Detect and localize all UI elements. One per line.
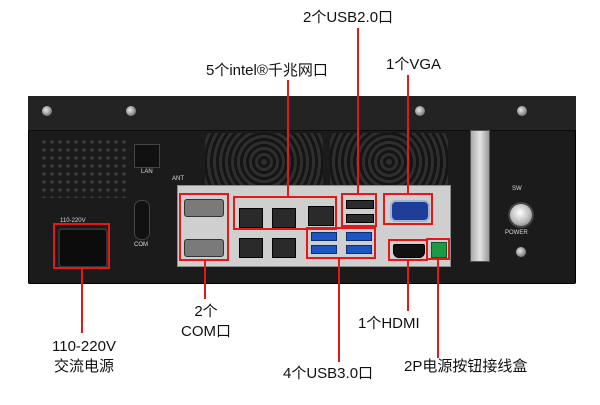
screw-icon — [125, 105, 137, 117]
leader-usb30 — [338, 259, 340, 362]
highlight-com — [179, 193, 229, 261]
screw-icon — [414, 105, 426, 117]
usb30-port — [311, 245, 337, 254]
highlight-lan — [233, 196, 337, 230]
com-port-2 — [184, 239, 224, 257]
panel-com-label: COM — [134, 242, 148, 248]
panel-voltage-label: 110-220V — [60, 218, 86, 224]
highlight-usb30 — [306, 227, 376, 259]
fan-grille-left — [205, 133, 323, 191]
usb30-port — [311, 232, 337, 241]
leader-terminal — [437, 260, 439, 358]
usb30-port — [346, 245, 372, 254]
label-terminal: 2P电源按钮接线盒 — [404, 358, 528, 375]
lan-port — [272, 208, 296, 228]
power-terminal-block — [431, 242, 447, 258]
lan-knockout — [134, 144, 160, 168]
highlight-hdmi — [388, 239, 428, 261]
label-vga: 1个VGA — [386, 56, 442, 73]
leader-usb20 — [357, 28, 359, 193]
lan-port — [239, 208, 263, 228]
highlight-terminal — [426, 238, 450, 260]
lan-port — [272, 238, 296, 258]
lan-port — [308, 206, 334, 226]
ground-symbol-icon — [515, 246, 527, 258]
panel-power-label: POWER — [505, 230, 528, 236]
panel-sw-label: SW — [512, 186, 522, 192]
expansion-slot-cover — [470, 130, 490, 262]
panel-ant-label: ANT — [172, 176, 184, 182]
highlight-vga — [383, 193, 433, 225]
chassis-top-rail — [28, 96, 576, 131]
highlight-power-inlet — [53, 223, 110, 269]
leader-lan — [287, 80, 289, 196]
highlight-usb20 — [341, 193, 377, 227]
com-port-1 — [184, 199, 224, 217]
label-lan: 5个intel®千兆网口 — [206, 62, 328, 79]
label-usb30: 4个USB3.0口 — [283, 365, 374, 382]
label-com-line1: 2个 — [194, 303, 218, 320]
label-com-line2: COM口 — [181, 323, 231, 340]
power-button-icon — [508, 202, 534, 228]
leader-hdmi — [407, 261, 409, 311]
hdmi-port — [393, 244, 425, 258]
air-vent-grille — [40, 138, 130, 198]
usb20-port — [346, 200, 374, 209]
com-knockout — [134, 200, 150, 240]
vga-port — [390, 200, 430, 222]
label-usb20: 2个USB2.0口 — [303, 9, 394, 26]
screw-icon — [41, 105, 53, 117]
leader-com — [204, 261, 206, 299]
leader-power — [81, 269, 83, 333]
lan-port — [239, 238, 263, 258]
ac-power-inlet — [58, 228, 108, 268]
label-power-line2: 交流电源 — [53, 358, 114, 375]
usb30-port — [346, 232, 372, 241]
fan-grille-right — [330, 133, 448, 191]
leader-vga — [407, 75, 409, 193]
screw-icon — [516, 105, 528, 117]
usb20-port — [346, 214, 374, 223]
panel-lan-label: LAN — [141, 169, 153, 175]
label-hdmi: 1个HDMI — [358, 315, 420, 332]
label-power-line1: 110-220V — [52, 338, 116, 355]
